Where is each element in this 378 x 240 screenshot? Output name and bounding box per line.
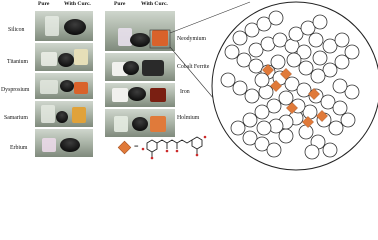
- curcumin-diamond-icon: [302, 116, 314, 128]
- nanoparticle: [224, 44, 240, 60]
- nanoparticle: [334, 32, 350, 48]
- nanoparticle: [268, 10, 284, 26]
- nanoparticle: [322, 38, 338, 54]
- nanoparticle: [320, 94, 336, 110]
- nanoparticle: [242, 112, 258, 128]
- photo-holmium: [105, 109, 175, 137]
- nanoparticle: [278, 90, 294, 106]
- curcumin-molecule-icon: [141, 135, 207, 160]
- nanoparticle: [334, 54, 350, 70]
- photo-samarium: [35, 101, 93, 127]
- nanoparticle: [298, 60, 314, 76]
- nanoparticle: [242, 130, 258, 146]
- nanoparticle: [236, 52, 252, 68]
- photo-silicon: [35, 11, 93, 41]
- nanoparticle: [272, 32, 288, 48]
- nanoparticle: [266, 142, 282, 158]
- photo-erbium: [35, 129, 93, 157]
- curcumin-diamond-icon: [286, 102, 298, 114]
- photo-iron: [105, 83, 175, 107]
- label-iron: Iron: [180, 89, 190, 95]
- photo-titanium: [35, 43, 93, 71]
- nanoparticle: [270, 54, 286, 70]
- curcumin-markers: [262, 64, 328, 128]
- curcumin-diamond-icon: [270, 80, 282, 92]
- nanoparticle: [230, 120, 246, 136]
- nanoparticle: [312, 50, 328, 66]
- photo-neodymium: [105, 11, 175, 51]
- nanoparticle-network: [211, 1, 378, 171]
- nanoparticle: [248, 42, 264, 58]
- label-holmium: Holmium: [177, 115, 200, 121]
- photo-dysprosium: [35, 73, 93, 99]
- zoom-line-top: [169, 1, 251, 34]
- nanoparticle: [344, 44, 360, 60]
- nanoparticle: [340, 112, 356, 128]
- nanoparticle: [308, 32, 324, 48]
- zoom-source-box: [149, 29, 171, 49]
- label-titanium: Titanium: [7, 59, 29, 65]
- nanoparticle: [284, 76, 300, 92]
- nanoparticle: [254, 104, 270, 120]
- label-silicon: Silicon: [8, 27, 25, 33]
- nanoparticle: [322, 142, 338, 158]
- nanoparticle: [298, 124, 314, 140]
- nanoparticle: [310, 68, 326, 84]
- nanoparticle: [328, 120, 344, 136]
- nanoparticle: [322, 62, 338, 78]
- nanoparticle: [288, 26, 304, 42]
- label-neodymium: Neodymium: [177, 36, 206, 42]
- curcumin-diamond-icon: [280, 68, 292, 80]
- nanoparticle: [254, 72, 270, 88]
- nanoparticle: [332, 78, 348, 94]
- nanoparticle: [296, 44, 312, 60]
- nanoparticle: [266, 98, 282, 114]
- nanoparticle: [244, 22, 260, 38]
- legend-equals: =: [134, 142, 139, 151]
- vial-photos: [35, 1, 271, 166]
- orange-diamond-icon: [117, 140, 132, 155]
- label-erbium: Erbium: [10, 145, 28, 151]
- header-right-pure: Pure: [114, 1, 126, 7]
- curcumin-diamond-icon: [262, 64, 274, 76]
- label-samarium: Samarium: [4, 115, 28, 121]
- nanoparticle: [300, 20, 316, 36]
- nanoparticle: [220, 72, 236, 88]
- particle-cluster: [220, 10, 360, 160]
- nanoparticle: [232, 80, 248, 96]
- photo-cobalt-ferrite: [105, 53, 175, 81]
- nanoparticle: [248, 58, 264, 74]
- nanoparticle: [296, 82, 312, 98]
- nanoparticle: [332, 100, 348, 116]
- nanoparticle: [344, 84, 360, 100]
- nanoparticle: [304, 144, 320, 160]
- header-right-with-curc: With Curc.: [141, 1, 168, 7]
- curcumin-diamond-icon: [308, 88, 320, 100]
- header-left-with-curc: With Curc.: [64, 1, 91, 7]
- nanoparticle: [232, 30, 248, 46]
- nanoparticle: [244, 88, 260, 104]
- nanoparticle: [256, 16, 272, 32]
- curcumin-diamond-icon: [316, 110, 328, 122]
- header-left-pure: Pure: [38, 1, 50, 7]
- label-dysprosium: Dysprosium: [1, 87, 30, 93]
- nanoparticle: [254, 136, 270, 152]
- nanoparticle: [286, 52, 302, 68]
- nanoparticle: [312, 14, 328, 30]
- label-cobalt-ferrite: Cobalt Ferrite: [177, 64, 210, 70]
- nanoparticle: [256, 120, 272, 136]
